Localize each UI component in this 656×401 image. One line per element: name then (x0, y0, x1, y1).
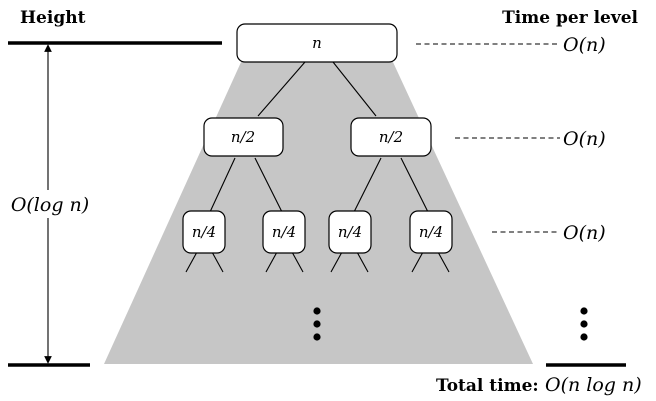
tree-node-level2-label: n/4 (192, 223, 216, 241)
tree-node-level1: n/2 (350, 117, 432, 157)
tree-node-level2-label: n/4 (338, 223, 362, 241)
edge-l1a-right (254, 157, 283, 213)
height-label-backdrop (10, 190, 92, 218)
tree-node-level2-label: n/4 (419, 223, 443, 241)
recursion-triangle (104, 60, 533, 364)
tree-node-level1-label: n/2 (231, 128, 255, 146)
tree-node-level2: n/4 (328, 210, 372, 254)
edge-l1b-left (353, 157, 382, 213)
height-label: O(log n) (11, 194, 89, 216)
tree-node-root: n (236, 23, 398, 63)
tree-node-level2: n/4 (182, 210, 226, 254)
level-time-2: O(n) (563, 222, 606, 244)
height-header: Height (20, 8, 86, 28)
tree-node-level2-label: n/4 (272, 223, 296, 241)
time-per-level-header: Time per level (502, 8, 638, 28)
tree-node-level1: n/2 (203, 117, 284, 157)
total-time-label: Total time: (436, 376, 539, 396)
edge-root-right (332, 61, 377, 117)
tree-node-root-label: n (312, 34, 322, 52)
tree-node-level2: n/4 (409, 210, 453, 254)
level-time-1: O(n) (563, 128, 606, 150)
edge-l1a-left (209, 157, 236, 213)
edge-root-left (257, 61, 306, 117)
level-time-0: O(n) (563, 34, 606, 56)
tree-node-level2: n/4 (262, 210, 306, 254)
tree-node-level1-label: n/2 (379, 128, 403, 146)
total-time-value: O(n log n) (545, 374, 642, 396)
level3-stub-edges (185, 251, 450, 273)
edge-l1b-right (400, 157, 429, 213)
tree-ellipsis (313, 307, 321, 341)
time-ellipsis (580, 307, 588, 341)
